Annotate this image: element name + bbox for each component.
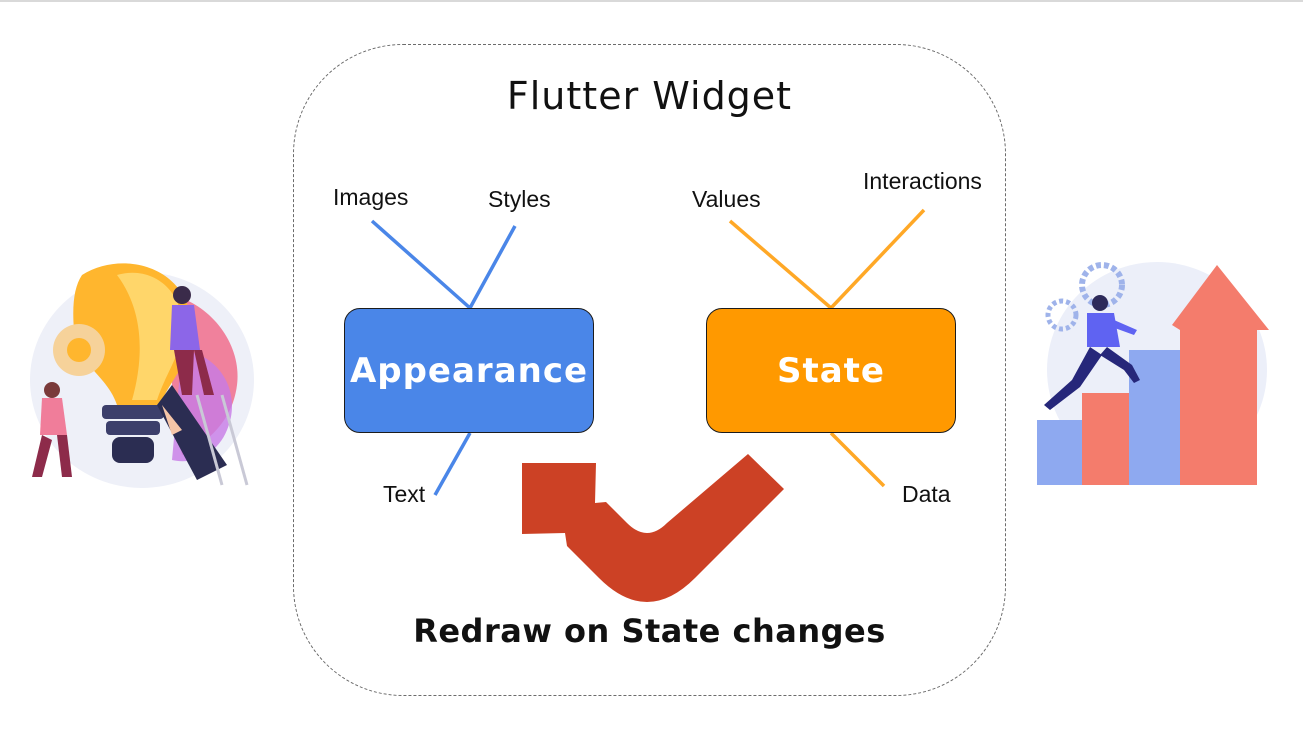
label-text: Text [383,481,426,507]
label-images: Images [333,184,409,210]
text-connector [433,432,472,496]
growth-stairs-icon [1037,262,1269,485]
appearance-box: Appearance [344,308,594,433]
state-box: State [706,308,956,433]
diagram-title: Flutter Widget [506,74,793,118]
redraw-arrow [522,454,784,602]
data-connector [829,431,886,488]
images-connector [370,219,472,310]
redraw-caption: Redraw on State changes [413,612,886,650]
lightbulb-idea-icon [30,263,254,488]
label-interactions: Interactions [863,168,982,194]
styles-connector [468,225,517,309]
widget-frame [293,44,1006,696]
values-connector [728,219,833,310]
top-divider [0,0,1303,2]
label-styles: Styles [488,186,551,212]
label-data: Data [902,481,951,507]
label-values: Values [692,186,761,212]
interactions-connector [829,208,926,310]
